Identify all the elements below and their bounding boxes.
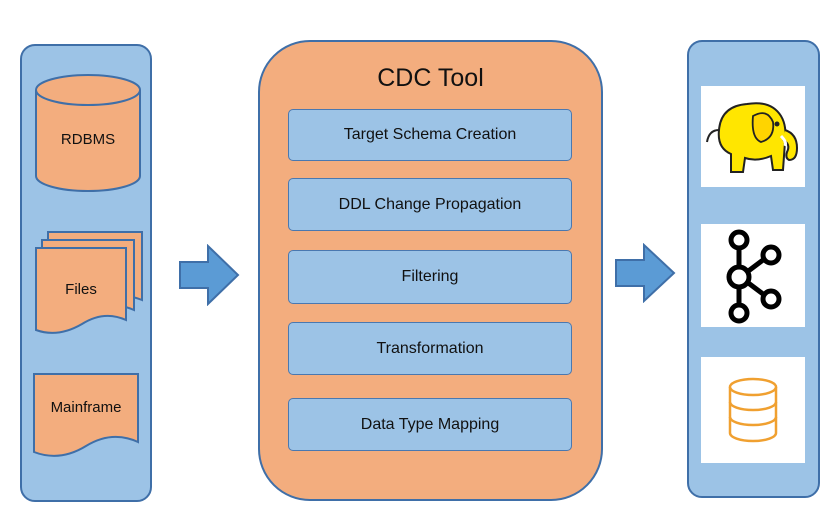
files-document-stack — [34, 230, 144, 336]
mainframe-document — [32, 372, 140, 462]
cdc-tool-title: CDC Tool — [377, 64, 484, 92]
step-filtering: Filtering — [288, 250, 572, 304]
rdbms-cylinder — [34, 72, 142, 194]
database-icon — [701, 357, 805, 463]
step-target-schema-creation: Target Schema Creation — [288, 109, 572, 161]
kafka-icon — [701, 224, 805, 327]
hadoop-elephant-icon — [701, 86, 805, 187]
files-label: Files — [65, 281, 97, 298]
mainframe-label: Mainframe — [50, 399, 122, 416]
kafka-tile — [701, 224, 805, 327]
hadoop-tile — [701, 86, 805, 187]
rdbms-label: RDBMS — [60, 131, 116, 148]
step-transformation: Transformation — [288, 322, 572, 375]
database-tile — [701, 357, 805, 463]
flow-arrow-sources-to-tool — [178, 244, 240, 306]
flow-arrow-tool-to-targets — [614, 243, 676, 303]
step-ddl-change-propagation: DDL Change Propagation — [288, 178, 572, 231]
step-data-type-mapping: Data Type Mapping — [288, 398, 572, 451]
